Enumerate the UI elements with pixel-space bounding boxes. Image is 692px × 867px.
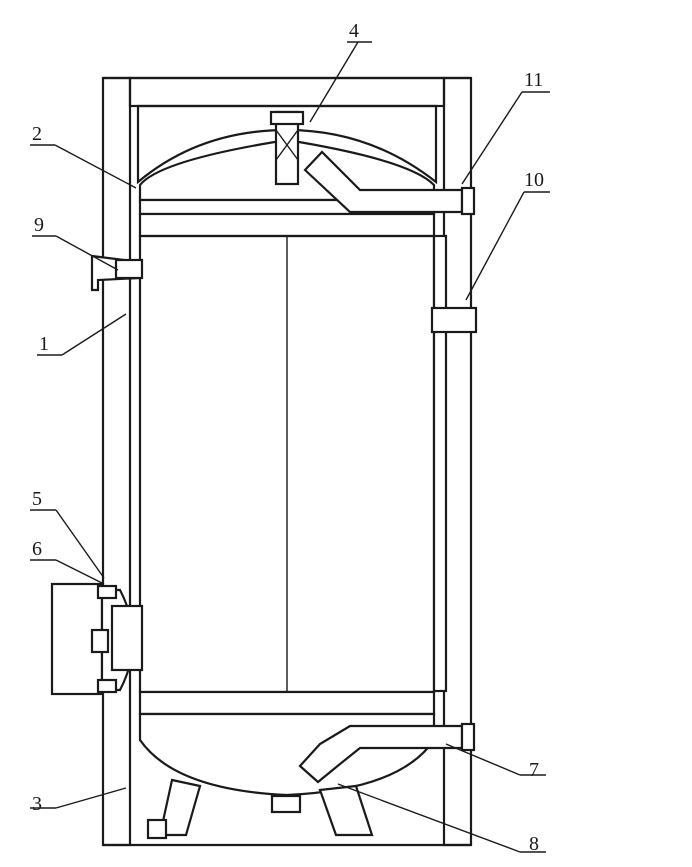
label-7: 7 bbox=[529, 759, 539, 781]
top-insulation-cap bbox=[128, 76, 446, 108]
label-3: 3 bbox=[32, 793, 42, 815]
tank-top-band bbox=[138, 212, 436, 238]
left-leg bbox=[158, 778, 202, 837]
label-1: 1 bbox=[39, 333, 49, 355]
heater-flange bbox=[110, 604, 144, 672]
right-leg bbox=[318, 784, 374, 837]
label-4: 4 bbox=[349, 20, 359, 42]
label-5: 5 bbox=[32, 488, 42, 510]
left-valve bbox=[90, 254, 144, 292]
bottom-fittings bbox=[146, 722, 476, 840]
heater-element-box bbox=[50, 582, 144, 696]
label-2: 2 bbox=[32, 123, 42, 145]
leader-lines bbox=[30, 41, 550, 853]
sensor-sleeve bbox=[430, 306, 478, 334]
bottom-drain bbox=[270, 794, 302, 814]
top-fittings bbox=[269, 110, 476, 216]
label-11: 11 bbox=[524, 69, 543, 91]
label-10: 10 bbox=[524, 169, 544, 191]
label-8: 8 bbox=[529, 833, 539, 855]
label-9: 9 bbox=[34, 214, 44, 236]
left-insulation-wall bbox=[101, 76, 132, 847]
tank-bottom-band bbox=[138, 690, 436, 716]
right-vertical-pipe bbox=[430, 234, 478, 693]
inner-tank bbox=[138, 138, 436, 797]
label-6: 6 bbox=[32, 538, 42, 560]
